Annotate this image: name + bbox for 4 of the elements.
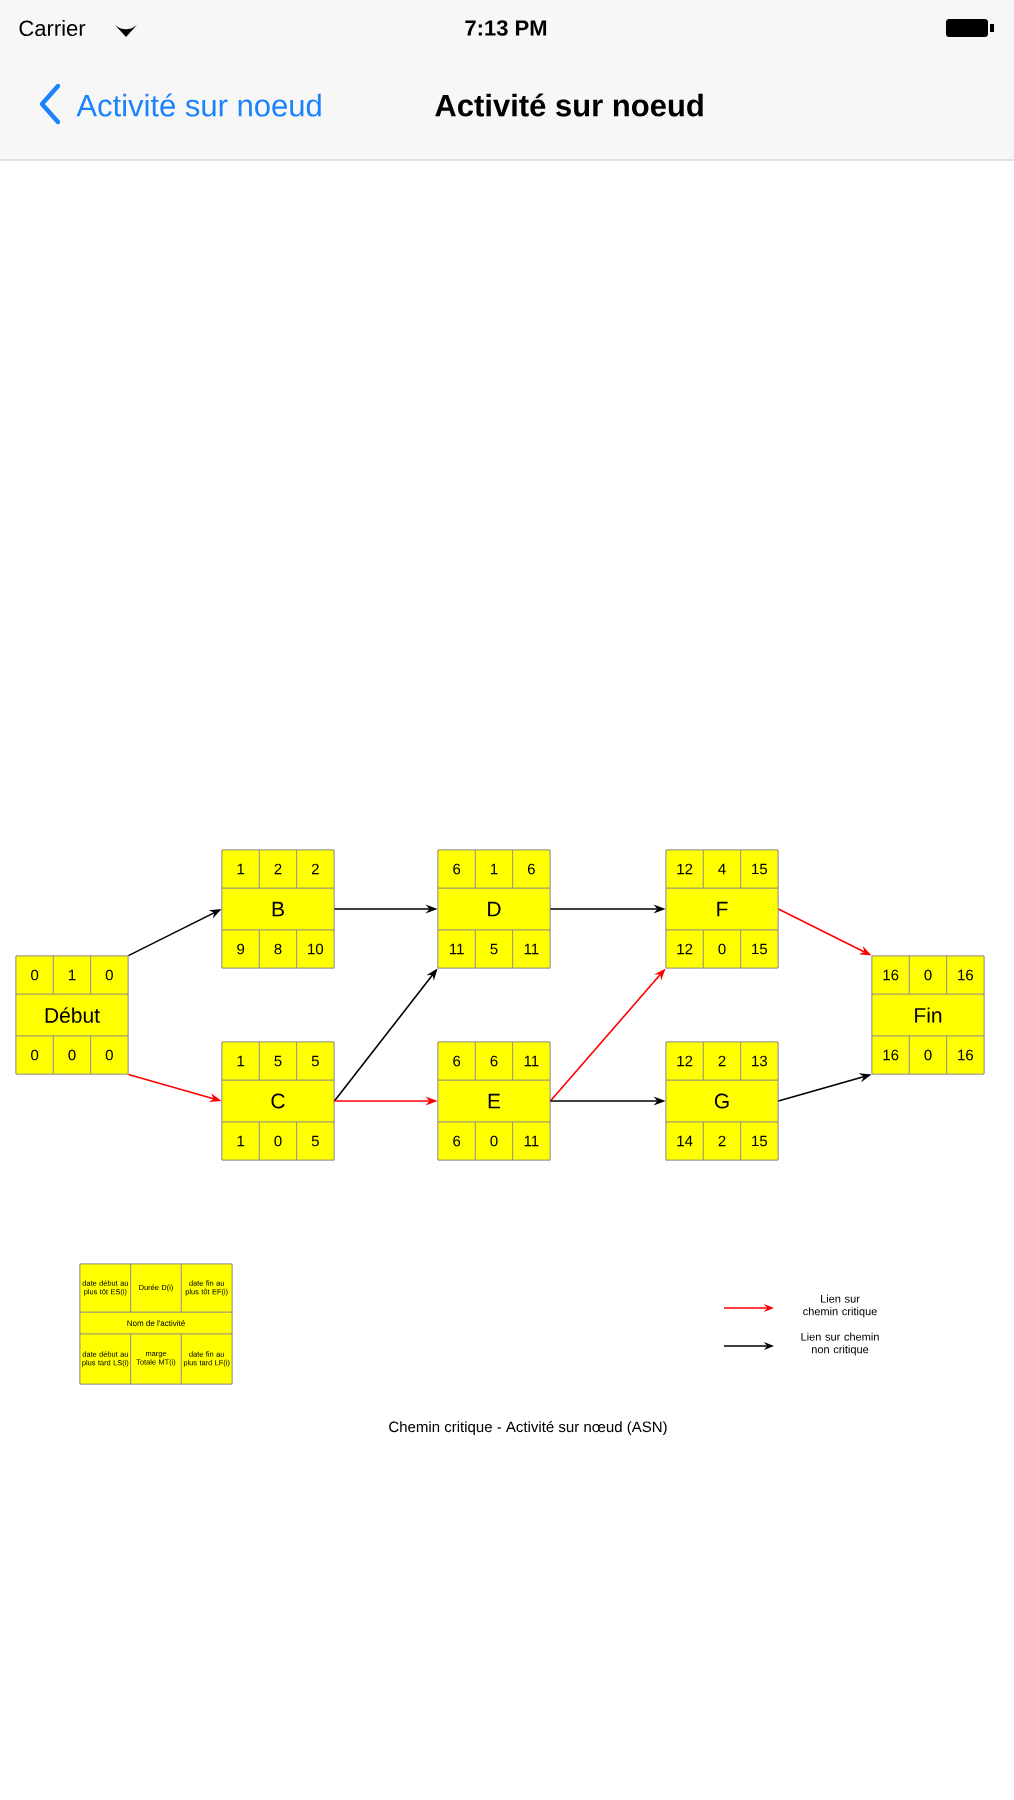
carrier-label: Carrier <box>19 19 86 37</box>
back-button: Activité sur noeud <box>39 83 321 125</box>
time-label: 7:13 PM <box>465 20 547 36</box>
page-title: Activité sur noeud <box>435 93 703 117</box>
